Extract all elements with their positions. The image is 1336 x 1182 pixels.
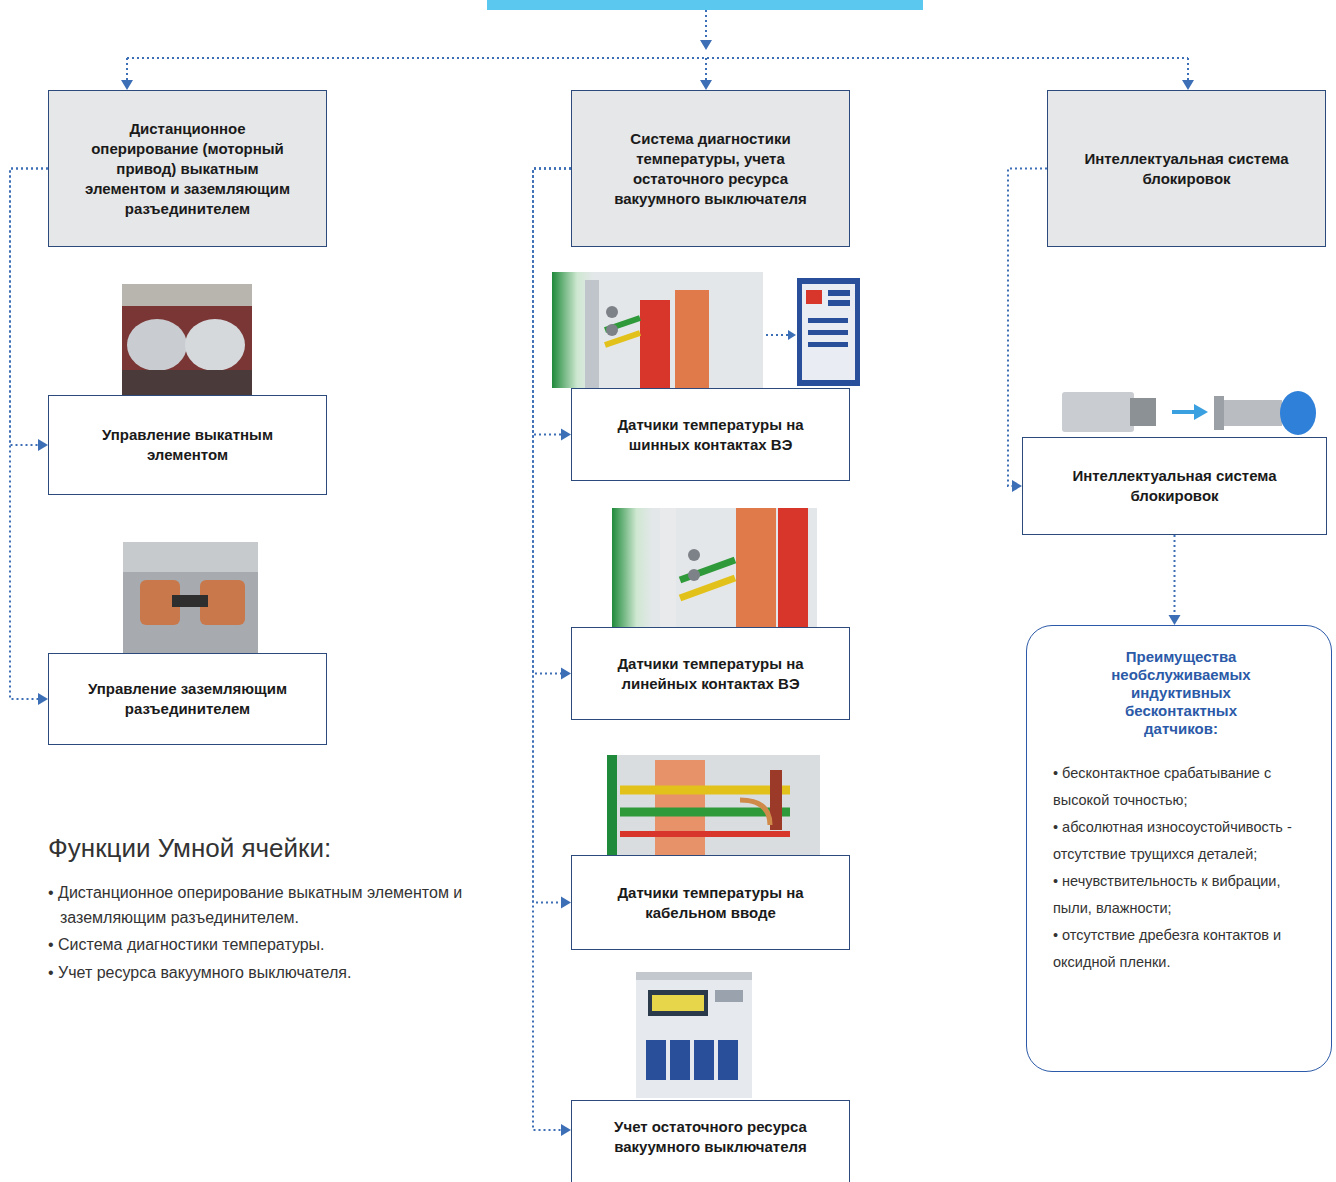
top-bar [487,0,923,10]
box-label: Система диагностики температуры, учета о… [600,129,821,209]
connector-line [10,169,48,446]
item-box: Учет остаточного ресурса вакуумного выкл… [571,1100,850,1182]
image-sensors [1062,391,1316,440]
box-label: Управление выкатным элементом [69,425,306,465]
group-box: Интеллектуальная система блокировок [1047,90,1326,247]
image-bus-contacts [552,272,763,388]
box-label: Датчики температуры на линейных контакта… [592,654,829,694]
connector-line [10,169,48,700]
image-cable-entry [607,755,820,855]
arrowhead [38,439,48,451]
top-connectors [127,10,1188,82]
image-resource-relay [636,972,752,1098]
connector-line [533,169,571,435]
item-box: Датчики температуры на линейных контакта… [571,627,850,720]
box-label: Учет остаточного ресурса вакуумного выкл… [592,1117,829,1157]
group-box: Система диагностики температуры, учета о… [571,90,850,247]
arrowhead [561,668,571,680]
bullet-item: • Учет ресурса вакуумного выключателя. [48,960,490,985]
arrowhead [1012,480,1022,492]
group-box: Дистанционное оперирование (моторный при… [48,90,327,247]
item-box: Управление заземляющим разъединителем [48,653,327,745]
item-box: Датчики температуры на кабельном вводе [571,855,850,950]
arrowhead [561,429,571,441]
dotted-connector [533,169,571,909]
image-monitor-device [797,278,860,386]
item-box: Интеллектуальная система блокировок [1022,437,1327,535]
arrowhead [1169,615,1181,625]
leader-arrow [766,334,788,336]
arrowhead [38,693,48,705]
top-arrowheads [121,40,1194,90]
image-line-contacts [612,508,817,627]
bullet-item: • Система диагностики температуры. [48,932,490,957]
dotted-connector [10,169,48,452]
connector-line [1174,535,1176,616]
dotted-connector [533,169,571,1137]
item-box: Датчики температуры на шинных контактах … [571,388,850,481]
panel-heading: Преимущества необслуживаемых индуктивных… [1096,648,1266,738]
box-label: Интеллектуальная система блокировок [1076,149,1297,189]
dotted-connector [533,169,571,441]
arrowhead [561,897,571,909]
leader-arrowhead [788,330,796,340]
section-heading: Функции Умной ячейки: [48,832,331,864]
bullet-item: • абсолютная износоустойчивость - отсутс… [1053,814,1309,868]
bullet-item: • Дистанционное оперирование выкатным эл… [48,880,490,930]
item-box: Управление выкатным элементом [48,395,327,495]
dotted-connector [1169,535,1181,625]
arrowhead [561,1124,571,1136]
connector-line [533,169,571,1131]
box-label: Дистанционное оперирование (моторный при… [77,119,298,219]
box-label: Датчики температуры на шинных контактах … [592,415,829,455]
dotted-connector [533,169,571,680]
bullet-item: • отсутствие дребезга контактов и оксидн… [1053,922,1309,976]
connector-line [533,169,571,903]
advantage-panel: Преимущества необслуживаемых индуктивных… [1026,625,1332,1072]
photo-drive-truck [122,284,252,395]
bullet-item: • бесконтактное срабатывание с высокой т… [1053,760,1309,814]
dotted-connector [10,169,48,706]
connector-line [533,169,571,674]
bullet-item: • нечувствительность к вибрации, пыли, в… [1053,868,1309,922]
photo-earthing-drive [123,542,258,653]
box-label: Интеллектуальная система блокировок [1043,466,1306,506]
box-label: Датчики температуры на кабельном вводе [592,883,829,923]
box-label: Управление заземляющим разъединителем [69,679,306,719]
